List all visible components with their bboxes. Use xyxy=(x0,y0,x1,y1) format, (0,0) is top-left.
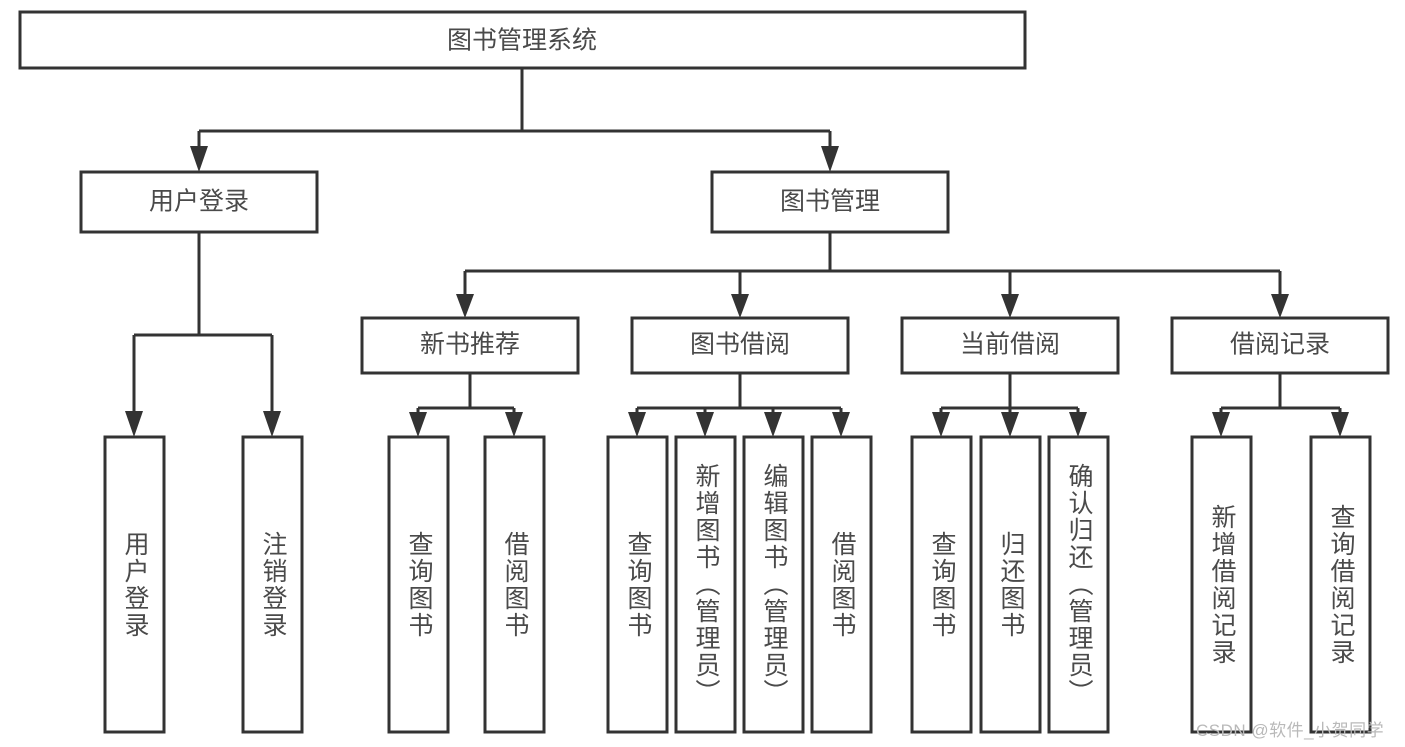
arrow-head-leaf-return-book xyxy=(1001,412,1019,437)
node-leaf-add-book-box[interactable] xyxy=(674,435,737,734)
node-book-mgmt-label: 图书管理 xyxy=(780,188,880,216)
connector-current-borrow-to-leaves xyxy=(932,373,1087,437)
node-borrow-record-label: 借阅记录 xyxy=(1230,331,1330,359)
node-book-mgmt[interactable]: 图书管理 xyxy=(710,170,950,234)
node-leaf-query-book-1-box[interactable] xyxy=(387,435,450,734)
node-leaf-query-record-box[interactable] xyxy=(1309,435,1372,734)
node-root-label: 图书管理系统 xyxy=(447,27,597,55)
connector-root-to-level2 xyxy=(190,68,839,172)
arrow-head-leaf-edit-book xyxy=(764,412,782,437)
node-root-box[interactable] xyxy=(18,10,1027,70)
node-book-mgmt-box[interactable] xyxy=(710,170,950,234)
node-borrow-record-box[interactable] xyxy=(1170,316,1390,375)
node-leaf-query-book-3-box[interactable] xyxy=(910,435,973,734)
connector-book-mgmt-to-level3 xyxy=(456,232,1289,318)
node-leaf-query-book-2-box[interactable] xyxy=(606,435,669,734)
node-leaf-confirm-return-box[interactable] xyxy=(1047,435,1110,734)
arrow-head-leaf-add-book xyxy=(696,412,714,437)
node-book-borrow-label: 图书借阅 xyxy=(690,331,790,359)
arrow-head-leaf-logout-login xyxy=(263,411,281,437)
arrow-head-book-borrow xyxy=(731,294,749,318)
node-book-borrow[interactable]: 图书借阅 xyxy=(630,316,850,375)
node-new-book-rec[interactable]: 新书推荐 xyxy=(360,316,580,375)
node-leaf-return-book-box[interactable] xyxy=(979,435,1042,734)
node-borrow-record[interactable]: 借阅记录 xyxy=(1170,316,1390,375)
arrow-head-user-login xyxy=(190,146,208,172)
node-leaf-edit-book-box[interactable] xyxy=(742,435,805,734)
arrow-head-leaf-add-record xyxy=(1212,412,1230,437)
arrow-head-leaf-borrow-book-1 xyxy=(505,412,523,437)
arrow-head-leaf-query-book-2 xyxy=(628,412,646,437)
arrow-head-leaf-query-book-3 xyxy=(932,412,950,437)
node-leaf-borrow-book-1-box[interactable] xyxy=(483,435,546,734)
node-leaf-logout-login-box[interactable] xyxy=(241,435,304,734)
node-current-borrow-label: 当前借阅 xyxy=(960,331,1060,359)
arrow-head-leaf-borrow-book-2 xyxy=(832,412,850,437)
node-leaf-borrow-book-2-box[interactable] xyxy=(810,435,873,734)
arrow-head-leaf-query-book-1 xyxy=(409,412,427,437)
arrow-head-current-borrow xyxy=(1001,294,1019,318)
arrow-head-leaf-confirm-return xyxy=(1069,412,1087,437)
node-new-book-rec-box[interactable] xyxy=(360,316,580,375)
connector-new-book-rec-to-leaves xyxy=(409,373,523,437)
node-new-book-rec-label: 新书推荐 xyxy=(420,331,520,359)
node-user-login-box[interactable] xyxy=(79,170,319,234)
node-current-borrow[interactable]: 当前借阅 xyxy=(900,316,1120,375)
node-user-login[interactable]: 用户登录 xyxy=(79,170,319,234)
arrow-head-book-mgmt xyxy=(821,146,839,172)
node-root[interactable]: 图书管理系统 xyxy=(18,10,1027,70)
arrow-head-leaf-query-record xyxy=(1331,412,1349,437)
connector-user-login-to-leaves xyxy=(125,232,281,437)
arrow-head-borrow-record xyxy=(1271,294,1289,318)
node-current-borrow-box[interactable] xyxy=(900,316,1120,375)
node-book-borrow-box[interactable] xyxy=(630,316,850,375)
node-leaf-add-record-box[interactable] xyxy=(1190,435,1253,734)
csdn-watermark: CSDN @软件_小贺同学 xyxy=(1196,721,1385,740)
connector-borrow-record-to-leaves xyxy=(1212,373,1349,437)
node-leaf-user-login-box[interactable] xyxy=(103,435,166,734)
arrow-head-new-book-rec xyxy=(456,294,474,318)
node-user-login-label: 用户登录 xyxy=(149,188,249,216)
arrow-head-leaf-user-login xyxy=(125,411,143,437)
connector-book-borrow-to-leaves xyxy=(628,373,850,437)
